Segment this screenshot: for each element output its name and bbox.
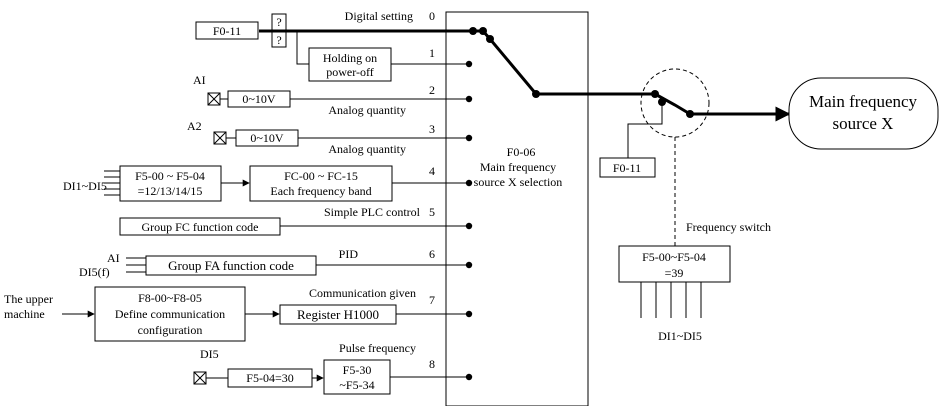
f0-11-top-label: F0-11: [213, 24, 241, 38]
channel-number-8: 8: [429, 357, 435, 371]
selector-line-1: F0-06: [507, 145, 536, 159]
selector-line-2: Main frequency: [480, 160, 556, 174]
terminal-icon-a2-cross-b: [213, 131, 227, 145]
question-label-1: ?: [276, 15, 281, 29]
output-line-2: source X: [833, 114, 894, 133]
channel-number-6: 6: [429, 247, 435, 261]
channel-label-3: Analog quantity: [328, 142, 406, 156]
channel-dot-3: [465, 134, 473, 142]
fc-band-box: [249, 165, 393, 202]
channel-dot-8: [465, 373, 473, 381]
channel-dot-2: [465, 95, 473, 103]
output-line-1: Main frequency: [809, 92, 918, 111]
channel-dot-4: [465, 179, 473, 187]
f5-multi-line-1: F5-00 ~ F5-04: [135, 169, 205, 183]
upper-machine-line-1: The upper: [4, 292, 53, 306]
channel-label-8: Pulse frequency: [339, 341, 416, 355]
freq-switch-blade: [654, 92, 691, 116]
freq-switch-param-line-1: F5-00~F5-04: [642, 250, 706, 264]
ai-range-label: 0~10V: [242, 92, 275, 106]
frequency-switch-circle: [640, 68, 710, 138]
freq-switch-param-box: [618, 245, 731, 283]
ai2-input-label: AI: [107, 251, 120, 265]
channel-label-2: Analog quantity: [328, 103, 406, 117]
holding-line-1: Holding on: [323, 51, 377, 65]
f8-comm-line-3: configuration: [138, 323, 203, 337]
channel-number-7: 7: [429, 293, 435, 307]
main-frequency-source-output: [788, 77, 939, 150]
selector-block: [445, 11, 589, 406]
di1-di5-bottom-label: DI1~DI5: [658, 329, 702, 343]
f5-04-label: F5-04=30: [246, 371, 293, 385]
channel-label-0: Digital setting: [345, 9, 413, 23]
terminal-icon-ai-cross-b: [207, 92, 221, 106]
register-label: Register H1000: [297, 307, 379, 322]
f8-comm-line-1: F8-00~F8-05: [138, 291, 202, 305]
group-fc-label: Group FC function code: [142, 220, 259, 234]
holding-wire-in: [296, 31, 309, 65]
switch-dot-c: [532, 90, 540, 98]
di5f-input-label: DI5(f): [79, 265, 110, 279]
ai-input-label: AI: [193, 73, 206, 87]
f5-30-line-2: ~F5-34: [339, 378, 374, 392]
channel-number-1: 1: [429, 46, 435, 60]
f5-30-box: [323, 359, 391, 395]
channel-number-5: 5: [429, 205, 435, 219]
frequency-switch-label: Frequency switch: [686, 220, 771, 234]
channel-dot-7: [465, 310, 473, 318]
terminal-icon-di5-cross-b: [193, 371, 207, 385]
channel-label-7: Communication given: [309, 286, 416, 300]
channel-dot-5: [465, 222, 473, 230]
fc-band-line-2: Each frequency band: [270, 184, 371, 198]
channel-dot-6: [465, 261, 473, 269]
holding-box: [308, 47, 392, 82]
f8-comm-line-2: Define communication: [115, 307, 225, 321]
freq-switch-param-line-2: =39: [665, 266, 684, 280]
channel-number-2: 2: [429, 83, 435, 97]
f0-11-right-label: F0-11: [613, 161, 641, 175]
question-label-2: ?: [276, 33, 281, 47]
holding-line-2: power-off: [326, 65, 374, 79]
channel-label-6: PID: [339, 247, 359, 261]
f0-11-box-right: [599, 157, 656, 178]
group-fa-label: Group FA function code: [168, 258, 294, 273]
f0-11-right-wire: [627, 102, 663, 158]
f0-11-box-top: [195, 21, 259, 40]
channel-number-3: 3: [429, 122, 435, 136]
switch-dot-a: [479, 27, 487, 35]
a2-range-label: 0~10V: [250, 131, 283, 145]
f5-multi-line-2: =12/13/14/15: [138, 184, 203, 198]
di1-di5-input-label: DI1~DI5: [63, 179, 107, 193]
channel-number-0: 0: [429, 9, 435, 23]
upper-machine-line-2: machine: [4, 307, 45, 321]
fc-band-line-1: FC-00 ~ FC-15: [284, 169, 358, 183]
channel-dot-1: [465, 60, 473, 68]
channel-number-4: 4: [429, 164, 435, 178]
f5-30-line-1: F5-30: [343, 363, 372, 377]
di5-input-label: DI5: [200, 347, 219, 361]
a2-input-label: A2: [187, 119, 202, 133]
selector-line-3: source X selection: [474, 175, 563, 189]
channel-label-5: Simple PLC control: [324, 205, 421, 219]
f8-comm-box: [94, 286, 246, 342]
switch-dot-b: [486, 35, 494, 43]
